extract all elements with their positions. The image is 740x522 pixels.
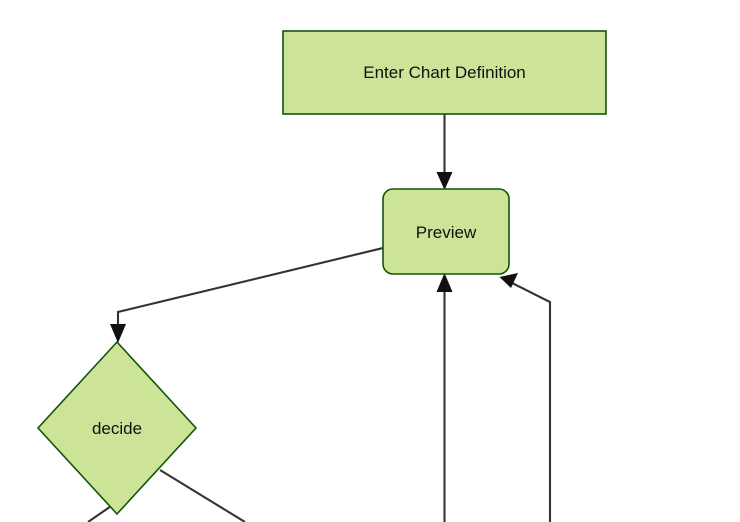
edge-preview-to-decide[interactable]: [110, 246, 384, 343]
edge-enter-to-preview[interactable]: [436, 114, 453, 190]
node-decide[interactable]: decide: [36, 340, 198, 516]
edge-line: [116, 246, 384, 333]
node-rounded-rectangle: [382, 188, 510, 275]
edge-bottom-center-to-preview[interactable]: [436, 273, 453, 522]
edge-line: [159, 469, 246, 522]
arrowhead-up-icon: [436, 273, 453, 292]
node-diamond: [36, 340, 198, 516]
arrowhead-down-icon: [110, 324, 126, 343]
arrowhead-down-icon: [436, 172, 453, 190]
edge-decide-bottom-right[interactable]: [159, 469, 246, 522]
node-rectangle: [282, 30, 607, 115]
edge-line: [507, 280, 552, 522]
node-enter-chart-definition[interactable]: Enter Chart Definition: [282, 30, 607, 115]
edge-bottom-right-to-preview[interactable]: [499, 273, 552, 522]
node-preview[interactable]: Preview: [382, 188, 510, 275]
edge-layer: [87, 114, 552, 522]
node-layer: Enter Chart Definition Preview decide: [36, 30, 607, 516]
arrowhead-upleft-icon: [499, 273, 518, 288]
